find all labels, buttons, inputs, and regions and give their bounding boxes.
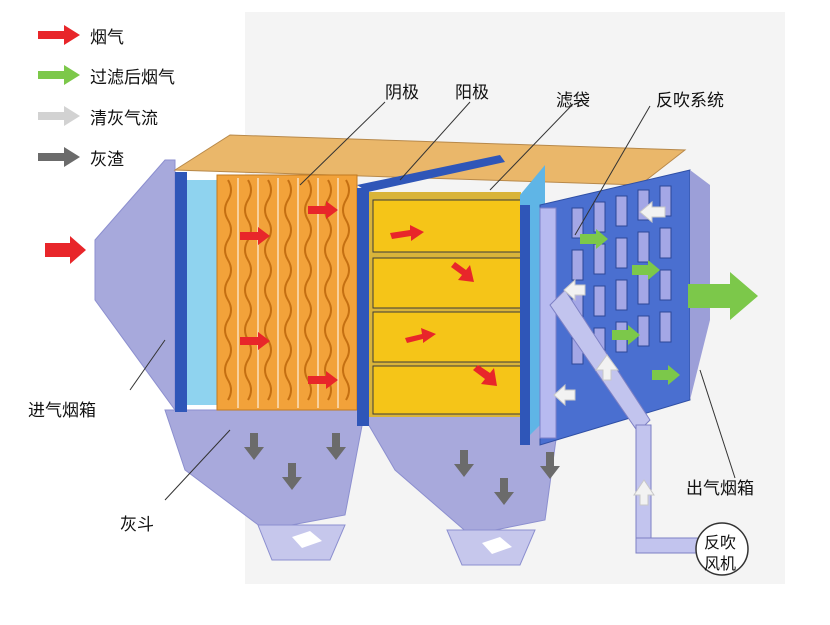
blowback-header <box>539 207 557 439</box>
label-anode: 阳极 <box>455 83 489 103</box>
label-cathode: 阴极 <box>385 83 419 103</box>
label-blowback-system: 反吹系统 <box>656 91 724 111</box>
green-arrow-icon <box>38 65 80 85</box>
flue-gas-arrows <box>45 201 497 389</box>
anode-plates <box>237 178 339 408</box>
label-outlet-box: 出气烟箱 <box>686 479 754 499</box>
front-frame-left <box>175 172 187 412</box>
label-filter-bag: 滤袋 <box>556 91 590 111</box>
blower-circle <box>695 522 749 576</box>
filter-bags <box>372 199 522 415</box>
legend-item-flue-gas: 烟气 <box>36 22 124 48</box>
legend-label: 烟气 <box>90 27 124 48</box>
dark-gray-arrow-icon <box>38 147 80 167</box>
light-gray-arrow-icon <box>38 106 80 126</box>
legend-label: 灰渣 <box>90 149 124 170</box>
ash-hopper-left <box>164 409 366 531</box>
ash-arrows <box>244 433 560 505</box>
label-blower-line1: 反吹 <box>704 533 737 552</box>
blowback-pipe-horizontal <box>635 537 705 554</box>
legend-label: 清灰气流 <box>90 108 158 129</box>
cathode-wires <box>224 179 350 401</box>
inlet-box-shell <box>94 159 176 412</box>
filtered-gas-arrows <box>580 229 758 385</box>
rear-frame-post <box>520 205 530 445</box>
leader-lines <box>129 101 736 501</box>
cleaning-air-arrows <box>553 200 666 506</box>
label-blower-line2: 风机 <box>704 554 737 573</box>
blowback-pipe-diagonal <box>549 289 651 433</box>
hopper-hole-left <box>292 531 322 548</box>
legend-item-filtered-gas: 过滤后烟气 <box>36 62 175 88</box>
label-ash-hopper: 灰斗 <box>120 515 154 535</box>
red-arrow-icon <box>38 25 80 45</box>
label-inlet-box: 进气烟箱 <box>28 401 96 421</box>
hopper-hole-right <box>482 537 512 554</box>
legend-label: 过滤后烟气 <box>90 67 175 88</box>
legend-item-ash: 灰渣 <box>36 144 124 170</box>
middle-frame-post <box>357 188 369 426</box>
middle-frame-top <box>357 155 505 192</box>
legend-item-cleaning-air: 清灰气流 <box>36 103 158 129</box>
top-cover <box>173 134 687 186</box>
inlet-cyan-panel <box>187 180 217 405</box>
